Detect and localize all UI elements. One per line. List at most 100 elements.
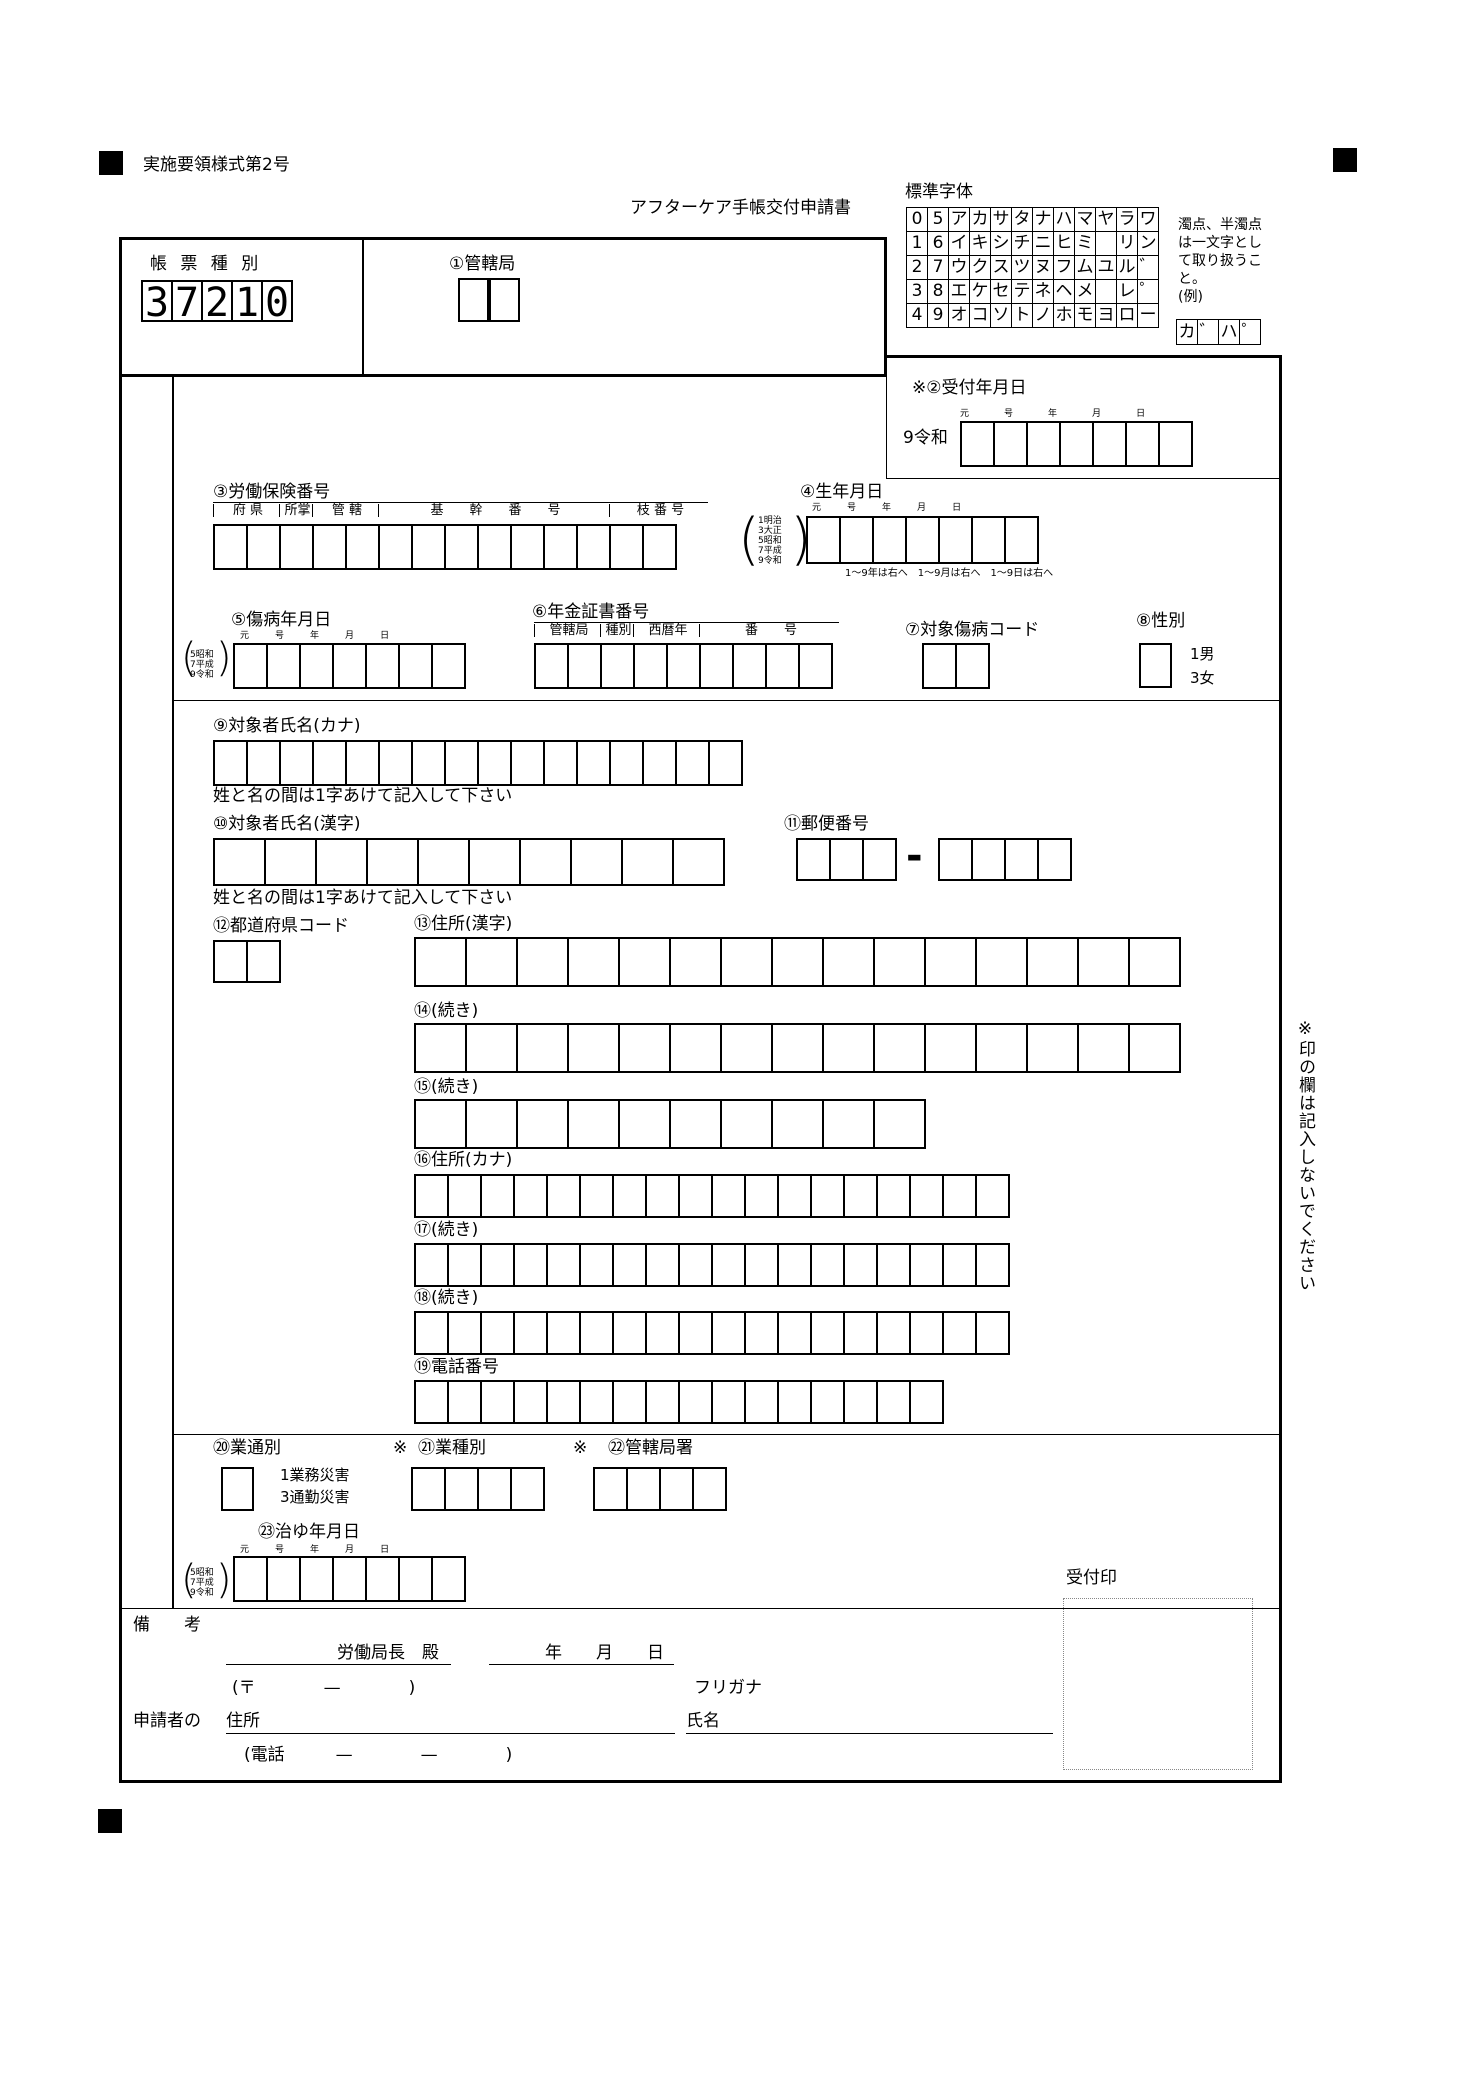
input-box[interactable] <box>567 1023 620 1073</box>
input-box[interactable] <box>579 1243 614 1287</box>
input-box[interactable] <box>378 740 413 786</box>
input-box[interactable] <box>975 937 1028 987</box>
input-box[interactable] <box>777 1174 812 1218</box>
input-box[interactable] <box>777 1380 812 1424</box>
input-box[interactable] <box>1139 643 1172 688</box>
input-box[interactable] <box>810 1380 845 1424</box>
input-box[interactable] <box>510 740 545 786</box>
input-box[interactable] <box>246 524 281 570</box>
cont17-boxes[interactable] <box>414 1243 1010 1287</box>
office-bureau-boxes[interactable] <box>593 1467 727 1511</box>
input-box[interactable] <box>873 937 926 987</box>
input-box[interactable] <box>414 1311 449 1355</box>
input-box[interactable] <box>633 643 668 689</box>
input-box[interactable] <box>411 1467 446 1511</box>
input-box[interactable] <box>659 1467 694 1511</box>
input-box[interactable] <box>411 740 446 786</box>
input-box[interactable] <box>699 643 734 689</box>
input-box[interactable] <box>477 1467 512 1511</box>
input-box[interactable] <box>720 1023 773 1073</box>
cont15-boxes[interactable] <box>414 1099 926 1149</box>
input-box[interactable] <box>771 1023 824 1073</box>
input-box[interactable] <box>924 937 977 987</box>
input-box[interactable] <box>971 838 1006 881</box>
input-box[interactable] <box>513 1311 548 1355</box>
input-box[interactable] <box>609 524 644 570</box>
postal-boxes-first[interactable] <box>796 838 897 881</box>
input-box[interactable] <box>744 1174 779 1218</box>
input-box[interactable] <box>876 1380 911 1424</box>
address-kanji-boxes[interactable] <box>414 937 1181 987</box>
input-box[interactable] <box>909 1243 944 1287</box>
input-box[interactable] <box>618 1099 671 1149</box>
input-box[interactable] <box>810 1311 845 1355</box>
input-box[interactable] <box>1004 516 1039 564</box>
reception-date-boxes[interactable] <box>960 421 1193 467</box>
input-box[interactable] <box>213 740 248 786</box>
input-box[interactable] <box>666 643 701 689</box>
input-box[interactable] <box>905 516 940 564</box>
input-box[interactable] <box>971 516 1006 564</box>
input-box[interactable] <box>213 524 248 570</box>
input-box[interactable] <box>645 1174 680 1218</box>
input-box[interactable] <box>938 838 973 881</box>
prefecture-boxes[interactable] <box>213 940 281 983</box>
input-box[interactable] <box>708 740 743 786</box>
input-box[interactable] <box>431 1556 466 1602</box>
input-box[interactable] <box>975 1174 1010 1218</box>
input-box[interactable] <box>1125 421 1160 467</box>
input-box[interactable] <box>546 1243 581 1287</box>
input-box[interactable] <box>810 1174 845 1218</box>
input-box[interactable] <box>1026 937 1079 987</box>
input-box[interactable] <box>839 516 874 564</box>
input-box[interactable] <box>618 937 671 987</box>
cont14-boxes[interactable] <box>414 1023 1181 1073</box>
input-box[interactable] <box>414 937 467 987</box>
input-box[interactable] <box>480 1243 515 1287</box>
input-box[interactable] <box>771 937 824 987</box>
input-box[interactable] <box>417 838 470 886</box>
input-box[interactable] <box>332 1556 367 1602</box>
input-box[interactable] <box>414 1243 449 1287</box>
input-box[interactable] <box>414 1099 467 1149</box>
input-box[interactable] <box>510 524 545 570</box>
input-box[interactable] <box>1026 1023 1079 1073</box>
input-box[interactable] <box>626 1467 661 1511</box>
input-box[interactable] <box>669 1023 722 1073</box>
input-box[interactable] <box>513 1380 548 1424</box>
input-box[interactable] <box>711 1174 746 1218</box>
input-box[interactable] <box>266 643 301 689</box>
input-box[interactable] <box>678 1311 713 1355</box>
input-box[interactable] <box>1128 937 1181 987</box>
input-box[interactable] <box>414 1380 449 1424</box>
input-box[interactable] <box>576 524 611 570</box>
input-box[interactable] <box>513 1174 548 1218</box>
input-box[interactable] <box>744 1243 779 1287</box>
input-box[interactable] <box>465 1099 518 1149</box>
input-box[interactable] <box>711 1380 746 1424</box>
input-box[interactable] <box>519 838 572 886</box>
input-box[interactable] <box>444 524 479 570</box>
input-box[interactable] <box>873 1023 926 1073</box>
input-box[interactable] <box>213 940 248 983</box>
input-box[interactable] <box>1059 421 1094 467</box>
input-box[interactable] <box>909 1380 944 1424</box>
input-box[interactable] <box>447 1380 482 1424</box>
input-box[interactable] <box>645 1311 680 1355</box>
input-box[interactable] <box>567 1099 620 1149</box>
input-box[interactable] <box>669 937 722 987</box>
input-box[interactable] <box>924 1023 977 1073</box>
input-box[interactable] <box>692 1467 727 1511</box>
input-box[interactable] <box>975 1311 1010 1355</box>
input-box[interactable] <box>510 1467 545 1511</box>
input-box[interactable] <box>744 1380 779 1424</box>
input-box[interactable] <box>612 1243 647 1287</box>
input-box[interactable] <box>447 1174 482 1218</box>
input-box[interactable] <box>678 1174 713 1218</box>
input-box[interactable] <box>414 1023 467 1073</box>
birth-date-boxes[interactable] <box>806 516 1039 564</box>
input-box[interactable] <box>822 937 875 987</box>
input-box[interactable] <box>876 1243 911 1287</box>
input-box[interactable] <box>477 740 512 786</box>
input-box[interactable] <box>465 1023 518 1073</box>
